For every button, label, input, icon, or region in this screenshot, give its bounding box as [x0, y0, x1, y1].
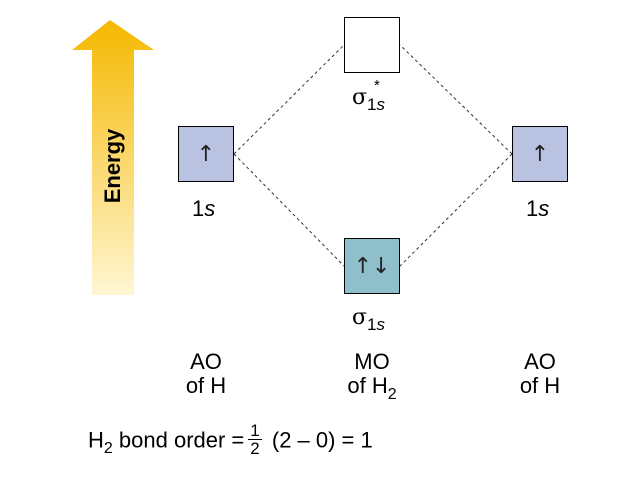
center-column-label-line1: MO [354, 349, 390, 374]
right-column-label-line2: of H [519, 373, 561, 398]
line-right-ao-to-antibonding [399, 44, 513, 155]
center-column-label: MO of H2 [317, 349, 427, 404]
left-column-label: AO of H [151, 350, 261, 398]
bond-order-text: bond order = [112, 427, 245, 453]
right-column-label-line1: AO [524, 349, 556, 374]
left-ao-label-number: 1 [192, 196, 205, 221]
right-column-label: AO of H [485, 350, 595, 398]
antibonding-subscript-number: 1 [367, 95, 377, 114]
bond-order-h: H [88, 427, 104, 453]
bond-order-expression: (2 – 0) = 1 [265, 427, 373, 453]
line-left-ao-to-antibonding [233, 44, 345, 155]
center-column-label-line2: of H2 [317, 373, 427, 404]
bonding-subscript-number: 1 [367, 315, 377, 334]
bonding-subscript-letter: s [376, 315, 386, 334]
antibonding-sigma: σ [352, 85, 368, 110]
bond-order-fraction-numerator: 1 [248, 421, 262, 440]
line-left-ao-to-bonding [233, 153, 345, 267]
bond-order-fraction-denominator: 2 [250, 439, 260, 458]
left-column-label-line2: of H [185, 373, 227, 398]
bonding-orbital-box: ↑↓ [344, 238, 400, 294]
bonding-sigma: σ [352, 305, 368, 330]
bond-order-h-subscript: 2 [103, 440, 113, 458]
left-ao-label-letter: s [204, 196, 216, 221]
right-atomic-orbital-box: ↑ [512, 126, 568, 182]
center-column-label-line2-subscript: 2 [387, 386, 397, 403]
left-ao-electron-up-arrow: ↑ [196, 141, 216, 167]
left-column-label-line1: AO [190, 349, 222, 374]
left-atomic-orbital-box: ↑ [178, 126, 234, 182]
energy-arrow-icon [72, 20, 154, 295]
antibonding-orbital-box [344, 17, 400, 73]
bonding-orbital-label: σ1s [352, 304, 385, 334]
left-atomic-orbital-label: 1s [192, 196, 215, 222]
antibonding-star: * [374, 77, 380, 94]
antibonding-subscript-letter: s [376, 95, 386, 114]
antibonding-orbital-label: σ *1s [352, 77, 385, 114]
line-right-ao-to-bonding [399, 153, 513, 267]
bonding-electrons-pair: ↑↓ [353, 253, 391, 279]
right-atomic-orbital-label: 1s [526, 196, 549, 222]
center-column-label-line2-text: of H [347, 373, 388, 398]
right-ao-electron-up-arrow: ↑ [530, 141, 550, 167]
right-ao-label-number: 1 [526, 196, 539, 221]
right-ao-label-letter: s [538, 196, 550, 221]
